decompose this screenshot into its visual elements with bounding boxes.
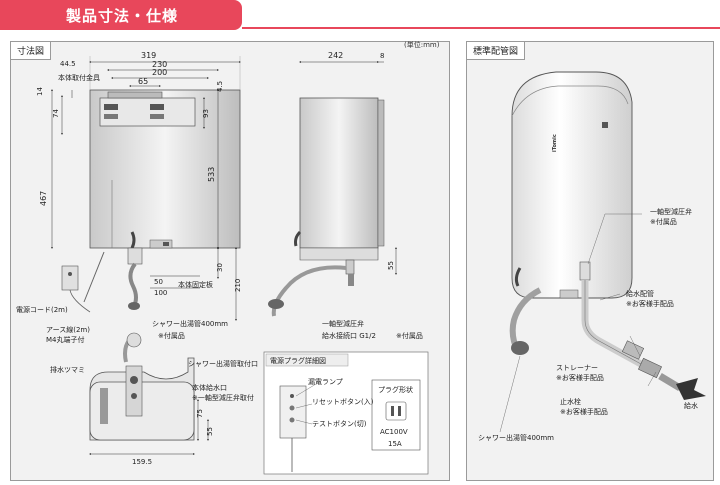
test-button-label: テストボタン(切) (312, 419, 367, 428)
reducing-valve-mount-label: ※一軸型減圧弁取付 (192, 393, 254, 402)
dim-14: 14 (36, 87, 44, 96)
dim-50: 50 (154, 278, 163, 286)
accessory-label-2: ※付属品 (396, 331, 423, 340)
piping-panel-label: 標準配管図 (467, 42, 526, 60)
unit-note: (単位:mm) (404, 41, 440, 49)
brand-logo: iTomic (552, 134, 558, 152)
dim-4-5: 4.5 (216, 81, 224, 92)
dim-44-5: 44.5 (60, 60, 76, 68)
dim-93: 93 (202, 109, 210, 118)
mount-bracket-label: 本体取付金具 (58, 73, 100, 82)
dimension-panel-label: 寸法図 (11, 42, 52, 60)
dim-319: 319 (141, 51, 156, 60)
strainer-label: ストレーナー (556, 364, 598, 372)
customer-supplied-label-3: ※お客様手配品 (560, 407, 608, 416)
section-header: 製品寸法・仕様 (0, 0, 242, 30)
dim-242: 242 (328, 51, 343, 60)
reducing-valve-label: 一軸型減圧弁 (322, 319, 364, 328)
bottom-view (89, 332, 209, 455)
dim-65: 65 (138, 77, 148, 86)
dim-200: 200 (152, 68, 167, 77)
dim-55-side: 55 (387, 261, 395, 270)
reset-button-label: リセットボタン(入) (312, 397, 374, 406)
customer-supplied-label-2: ※お客様手配品 (556, 373, 604, 382)
customer-supplied-label-1: ※お客様手配品 (626, 299, 674, 308)
power-cord-label: 電源コード(2m) (16, 305, 68, 314)
plug-shape-label: プラグ形状 (378, 385, 413, 394)
pipe-shower-hose-label: シャワー出湯管400mm (478, 433, 554, 442)
section-title: 製品寸法・仕様 (66, 7, 179, 25)
water-supply-label: 給水 (684, 401, 698, 410)
side-view (268, 61, 397, 317)
leak-lamp-label: 漏電ランプ (308, 377, 343, 386)
supply-port-label: 給水接続口 G1/2 (322, 331, 376, 340)
m4-terminal-label: M4丸端子付 (46, 335, 85, 344)
dim-533: 533 (207, 167, 216, 182)
dim-75: 75 (196, 409, 204, 418)
ground-wire-label: アース線(2m) (46, 325, 90, 334)
accessory-label-1: ※付属品 (158, 331, 185, 340)
fixing-plate-label: 本体固定板 (178, 280, 213, 289)
dim-159-5: 159.5 (132, 458, 152, 466)
header-rule (242, 27, 720, 29)
supply-pipe-label: 給水配管 (626, 289, 654, 298)
dim-8: 8 (380, 52, 384, 60)
drain-knob-label: 排水ツマミ (50, 365, 85, 374)
plug-detail (263, 351, 429, 475)
piping-illustration (499, 71, 706, 433)
pipe-accessory-label: ※付属品 (650, 217, 677, 226)
dim-30: 30 (216, 263, 224, 272)
dim-55-bottom: 55 (206, 427, 214, 436)
dim-467: 467 (39, 191, 48, 206)
shower-hose-port-label: シャワー出湯管取付口 (188, 359, 258, 368)
shower-hose-label: シャワー出湯管400mm (152, 319, 228, 328)
water-inlet-label: 本体給水口 (192, 383, 227, 392)
plug-detail-title: 電源プラグ詳細図 (270, 356, 326, 365)
front-view (51, 56, 241, 321)
stop-valve-label: 止水栓 (560, 397, 581, 406)
pipe-reducing-valve-label: 一軸型減圧弁 (650, 207, 692, 216)
plug-current: 15A (388, 440, 402, 448)
dim-100: 100 (154, 289, 167, 297)
dim-230: 230 (152, 60, 167, 69)
plug-voltage: AC100V (380, 428, 408, 436)
dim-74: 74 (52, 109, 60, 118)
dim-210: 210 (234, 279, 242, 292)
